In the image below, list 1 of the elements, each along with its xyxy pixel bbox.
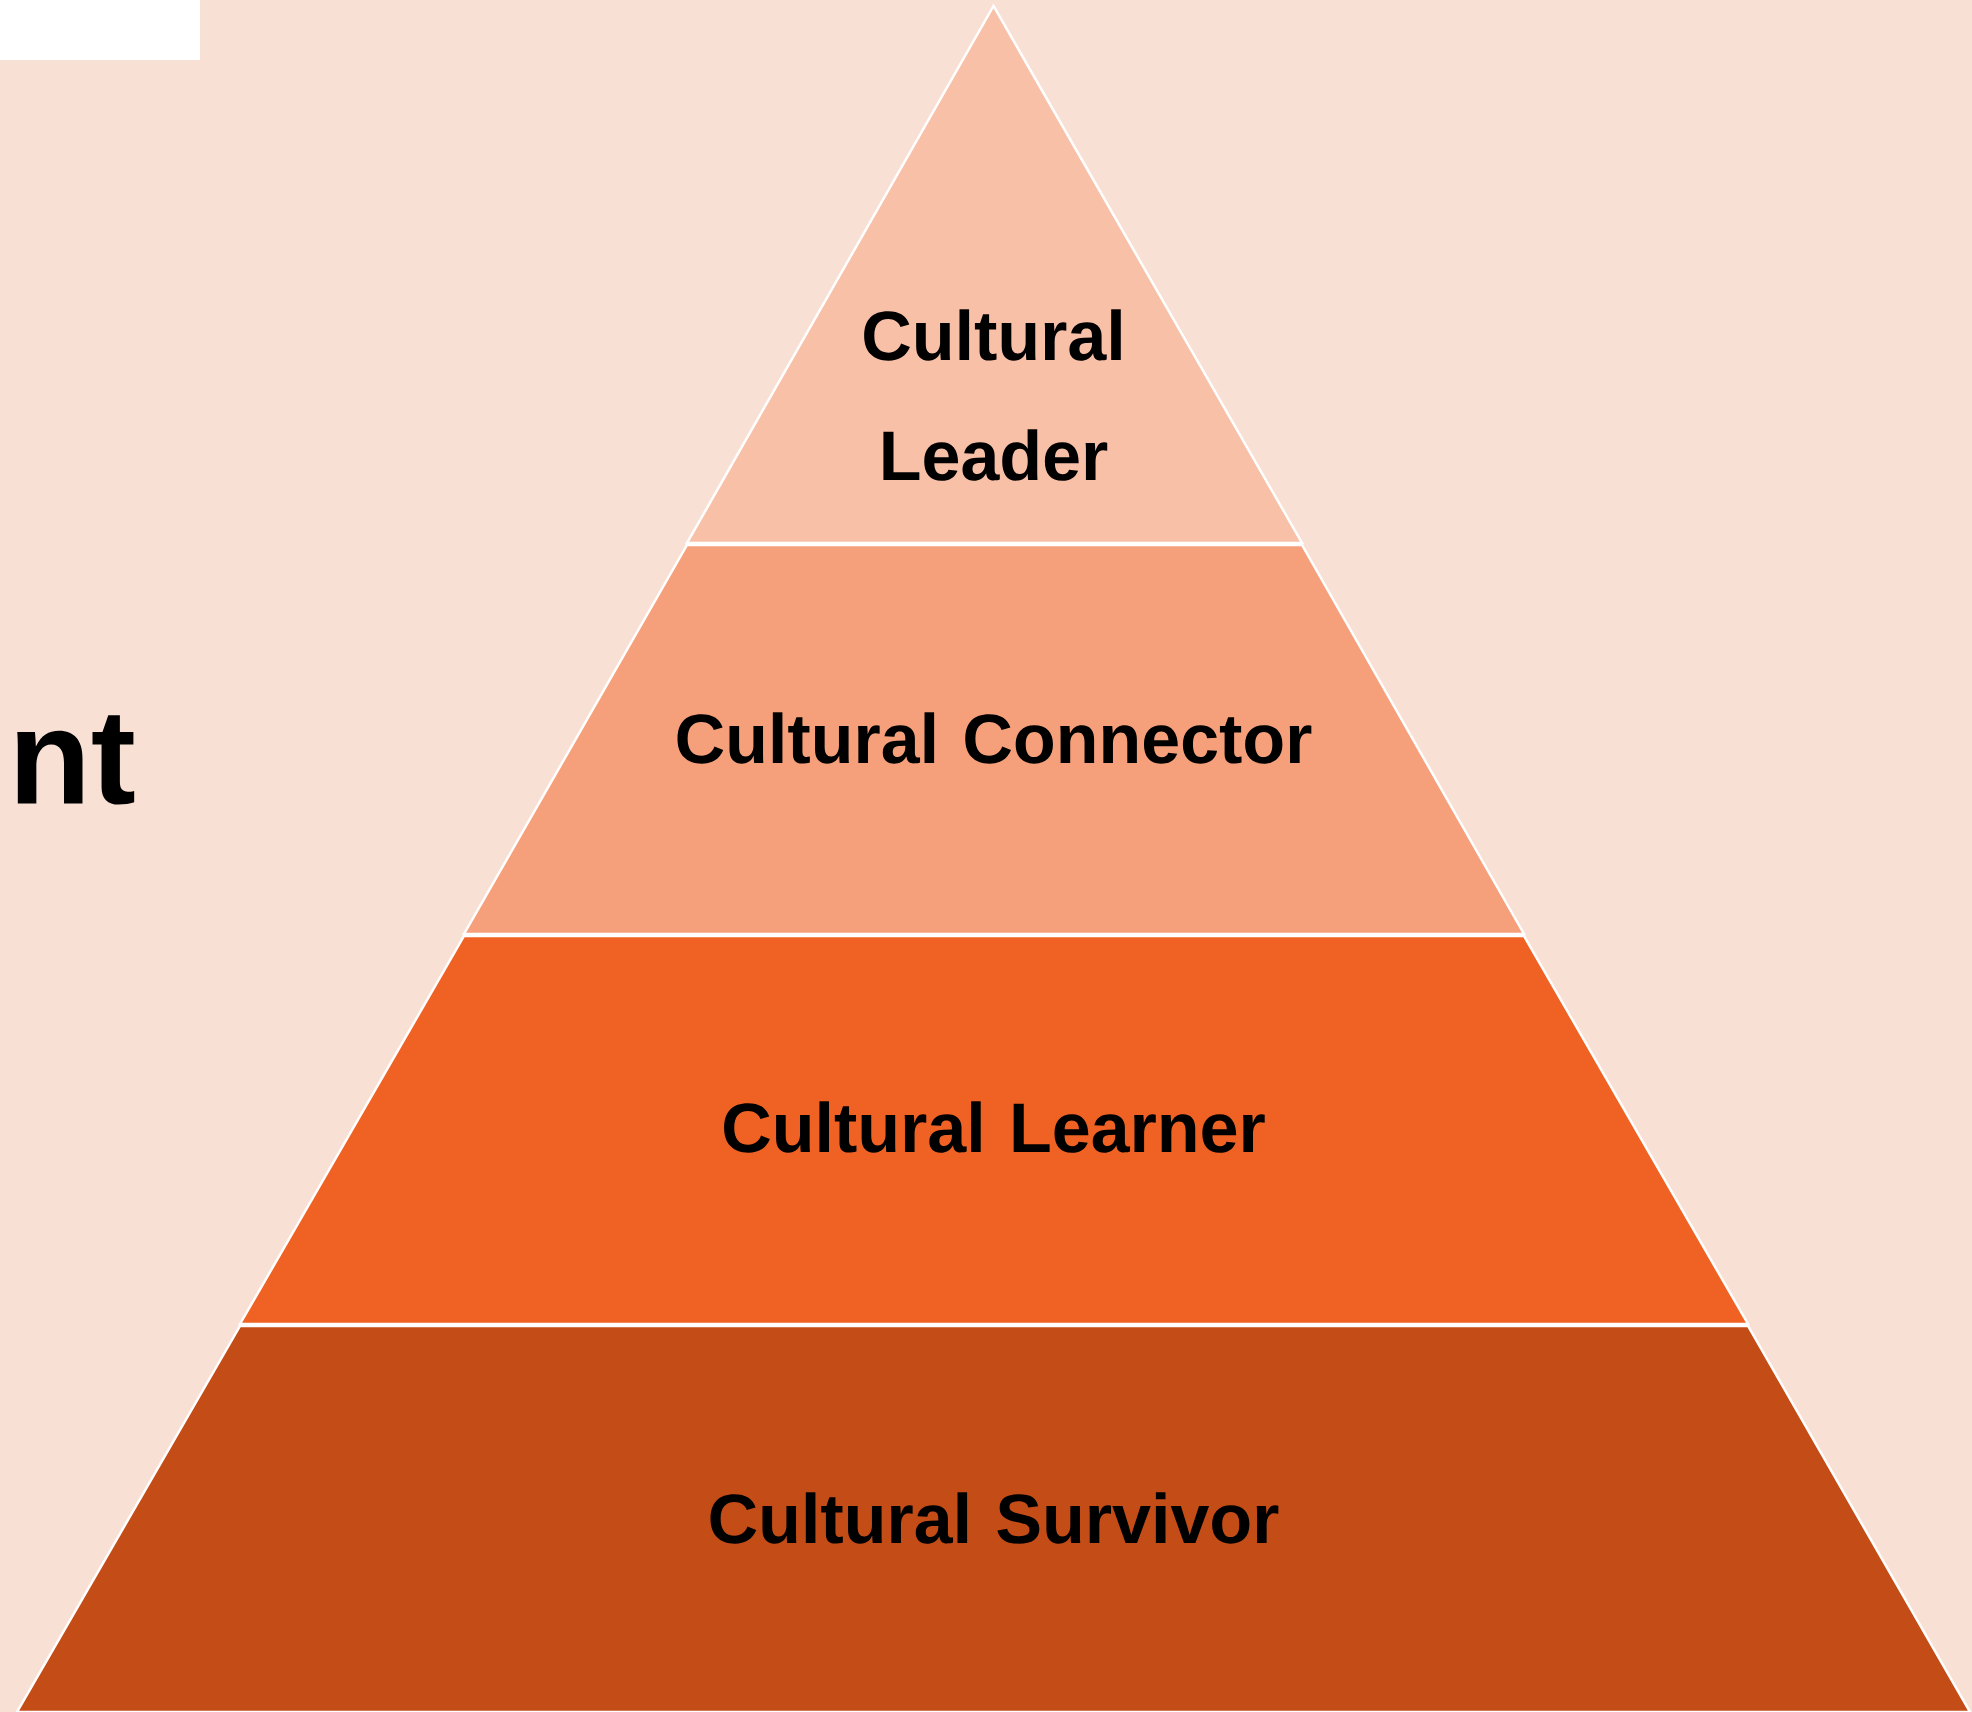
- heading-fragment: nt: [17, 715, 135, 805]
